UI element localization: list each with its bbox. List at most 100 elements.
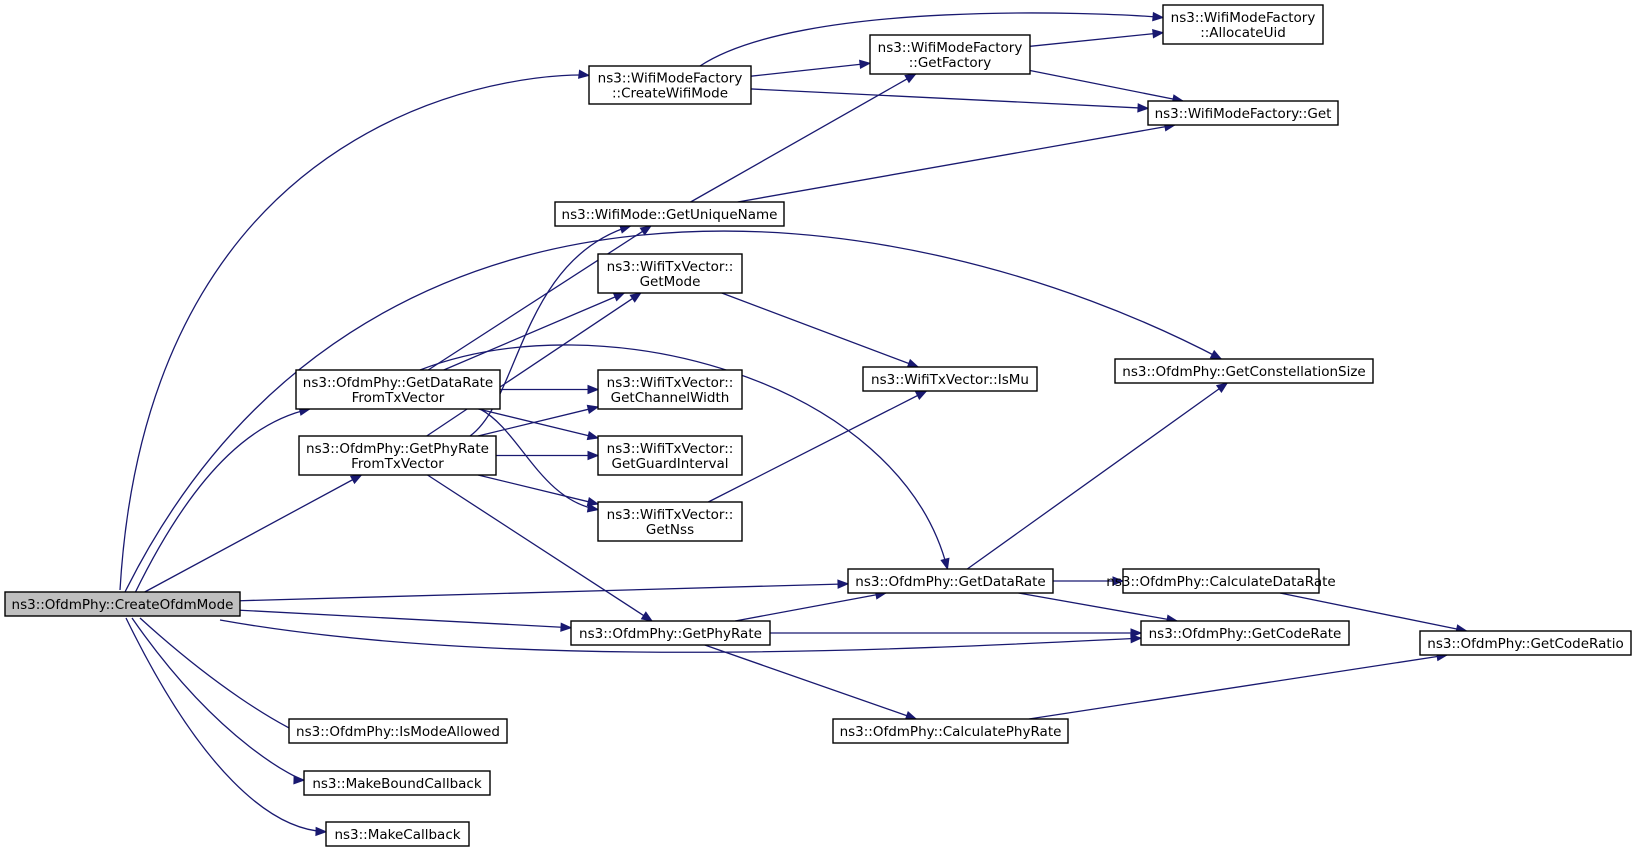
edge-line <box>704 644 917 720</box>
edge-line <box>477 406 599 437</box>
edge-line <box>239 583 849 602</box>
node-getdatarate[interactable]: ns3::OfdmPhy::GetDataRate <box>847 568 1054 594</box>
node-box <box>1147 100 1339 126</box>
edge-line <box>443 292 625 371</box>
edge-line <box>966 382 1228 570</box>
node-wmfget[interactable]: ns3::WifiModeFactory::Get <box>1147 100 1339 126</box>
edge-getphyrate-to-getdatarate <box>734 590 888 622</box>
arrowhead-icon <box>640 611 654 622</box>
edge-createwifi-to-getfactory <box>750 59 872 77</box>
node-label: ns3::OfdmPhy::CalculatePhyRate <box>840 724 1062 740</box>
node-label: ns3::OfdmPhy::GetPhyRate <box>579 626 762 642</box>
node-label: ns3::OfdmPhy::GetCodeRatio <box>1427 636 1623 652</box>
node-box <box>288 718 508 744</box>
arrowhead-icon <box>1130 628 1143 638</box>
node-uniquename[interactable]: ns3::WifiMode::GetUniqueName <box>554 201 785 227</box>
node-box <box>1140 620 1350 646</box>
edge-line <box>721 292 919 368</box>
edge-line <box>478 408 599 439</box>
node-label: GetMode <box>640 274 701 290</box>
edge-create-to-modeallowed <box>139 617 300 734</box>
edge-line <box>219 619 1142 653</box>
edge-line <box>134 408 310 594</box>
node-label: ::GetFactory <box>909 55 991 71</box>
node-label: ns3::WifiTxVector:: <box>607 507 734 523</box>
edge-line <box>750 88 1149 110</box>
arrowhead-icon <box>1112 576 1125 586</box>
arrowhead-icon <box>578 69 591 79</box>
edge-uniquename-to-getfactory <box>690 73 917 203</box>
node-label: ns3::MakeCallback <box>334 827 460 843</box>
node-guard[interactable]: ns3::WifiTxVector::GetGuardInterval <box>597 435 743 476</box>
node-modeallowed[interactable]: ns3::OfdmPhy::IsModeAllowed <box>288 718 508 744</box>
node-coderate[interactable]: ns3::OfdmPhy::GetCodeRate <box>1140 620 1350 646</box>
node-label: ns3::WifiModeFactory <box>598 71 743 87</box>
node-chanwidth[interactable]: ns3::WifiTxVector::GetChannelWidth <box>597 369 743 410</box>
edge-getdatarate-to-constsize <box>966 382 1229 570</box>
edge-uniquename-to-wmfget <box>737 122 1177 203</box>
node-create[interactable]: ns3::OfdmPhy::CreateOfdmMode <box>4 591 241 617</box>
node-getphyrate[interactable]: ns3::OfdmPhy::GetPhyRate <box>570 620 771 646</box>
arrowhead-icon <box>587 450 600 461</box>
node-alloc[interactable]: ns3::WifiModeFactory::AllocateUid <box>1162 4 1324 45</box>
node-box <box>1419 630 1632 656</box>
edge-line <box>477 474 599 505</box>
node-label: ns3::WifiTxVector:: <box>607 259 734 275</box>
node-calcpr[interactable]: ns3::OfdmPhy::CalculatePhyRate <box>832 718 1069 744</box>
arrowhead-icon <box>629 292 642 303</box>
edge-getdatarate-to-coderate <box>1018 592 1179 624</box>
arrowhead-icon <box>349 474 363 485</box>
node-box <box>570 620 771 646</box>
arrowhead-icon <box>1215 382 1229 393</box>
edge-line <box>139 617 290 729</box>
node-calcdr[interactable]: ns3::OfdmPhy::CalculateDataRate <box>1106 568 1336 594</box>
edge-calcpr-to-coderatio <box>1028 651 1449 720</box>
edge-create-to-getdatarate <box>239 579 850 602</box>
node-label: ns3::OfdmPhy::IsModeAllowed <box>296 724 500 740</box>
node-box <box>1162 4 1324 45</box>
arrowhead-icon <box>906 358 920 368</box>
edge-line <box>239 609 572 629</box>
node-ismu[interactable]: ns3::WifiTxVector::IsMu <box>862 366 1038 392</box>
node-label: ns3::OfdmPhy::CalculateDataRate <box>1106 574 1335 590</box>
arrowhead-icon <box>1152 29 1165 39</box>
edge-create-to-makecb <box>125 617 328 837</box>
edge-line <box>426 292 642 437</box>
edge-prfromtx-to-getmode <box>426 292 642 437</box>
node-box <box>597 435 743 476</box>
node-label: ns3::OfdmPhy::GetDataRate <box>303 375 493 391</box>
node-label: FromTxVector <box>352 390 445 406</box>
node-box <box>298 435 497 476</box>
node-getfactory[interactable]: ns3::WifiModeFactory::GetFactory <box>869 34 1031 75</box>
node-label: GetNss <box>646 522 694 538</box>
edge-getmode-to-ismu <box>721 292 920 368</box>
edge-create-to-boundcb <box>131 617 306 785</box>
node-label: ns3::WifiModeFactory <box>1171 10 1316 26</box>
node-label: ns3::OfdmPhy::CreateOfdmMode <box>12 597 234 613</box>
node-label: ns3::WifiModeFactory <box>878 40 1023 56</box>
node-constsize[interactable]: ns3::OfdmPhy::GetConstellationSize <box>1114 358 1374 384</box>
node-getmode[interactable]: ns3::WifiTxVector::GetMode <box>597 253 743 294</box>
node-box <box>847 568 1054 594</box>
edge-line <box>737 124 1175 203</box>
node-box <box>1122 568 1320 594</box>
node-nss[interactable]: ns3::WifiTxVector::GetNss <box>597 501 743 542</box>
arrowhead-icon <box>1137 103 1150 113</box>
arrowhead-icon <box>859 59 872 70</box>
arrowhead-icon <box>639 225 653 236</box>
edge-line <box>427 225 652 371</box>
node-boundcb[interactable]: ns3::MakeBoundCallback <box>303 770 491 796</box>
edge-prfromtx-to-guard <box>496 450 600 461</box>
node-createwifi[interactable]: ns3::WifiModeFactory::CreateWifiMode <box>588 65 752 105</box>
arrowhead-icon <box>940 557 950 571</box>
edge-drfromtx-to-getmode <box>443 292 626 371</box>
node-label: ns3::WifiTxVector:: <box>607 441 734 457</box>
edge-line <box>131 617 305 781</box>
edge-getfactory-to-wmfget <box>1029 69 1185 104</box>
node-coderatio[interactable]: ns3::OfdmPhy::GetCodeRatio <box>1419 630 1632 656</box>
node-makecb[interactable]: ns3::MakeCallback <box>325 821 470 847</box>
edge-line <box>734 592 887 622</box>
edge-drfromtx-to-guard <box>478 408 600 441</box>
